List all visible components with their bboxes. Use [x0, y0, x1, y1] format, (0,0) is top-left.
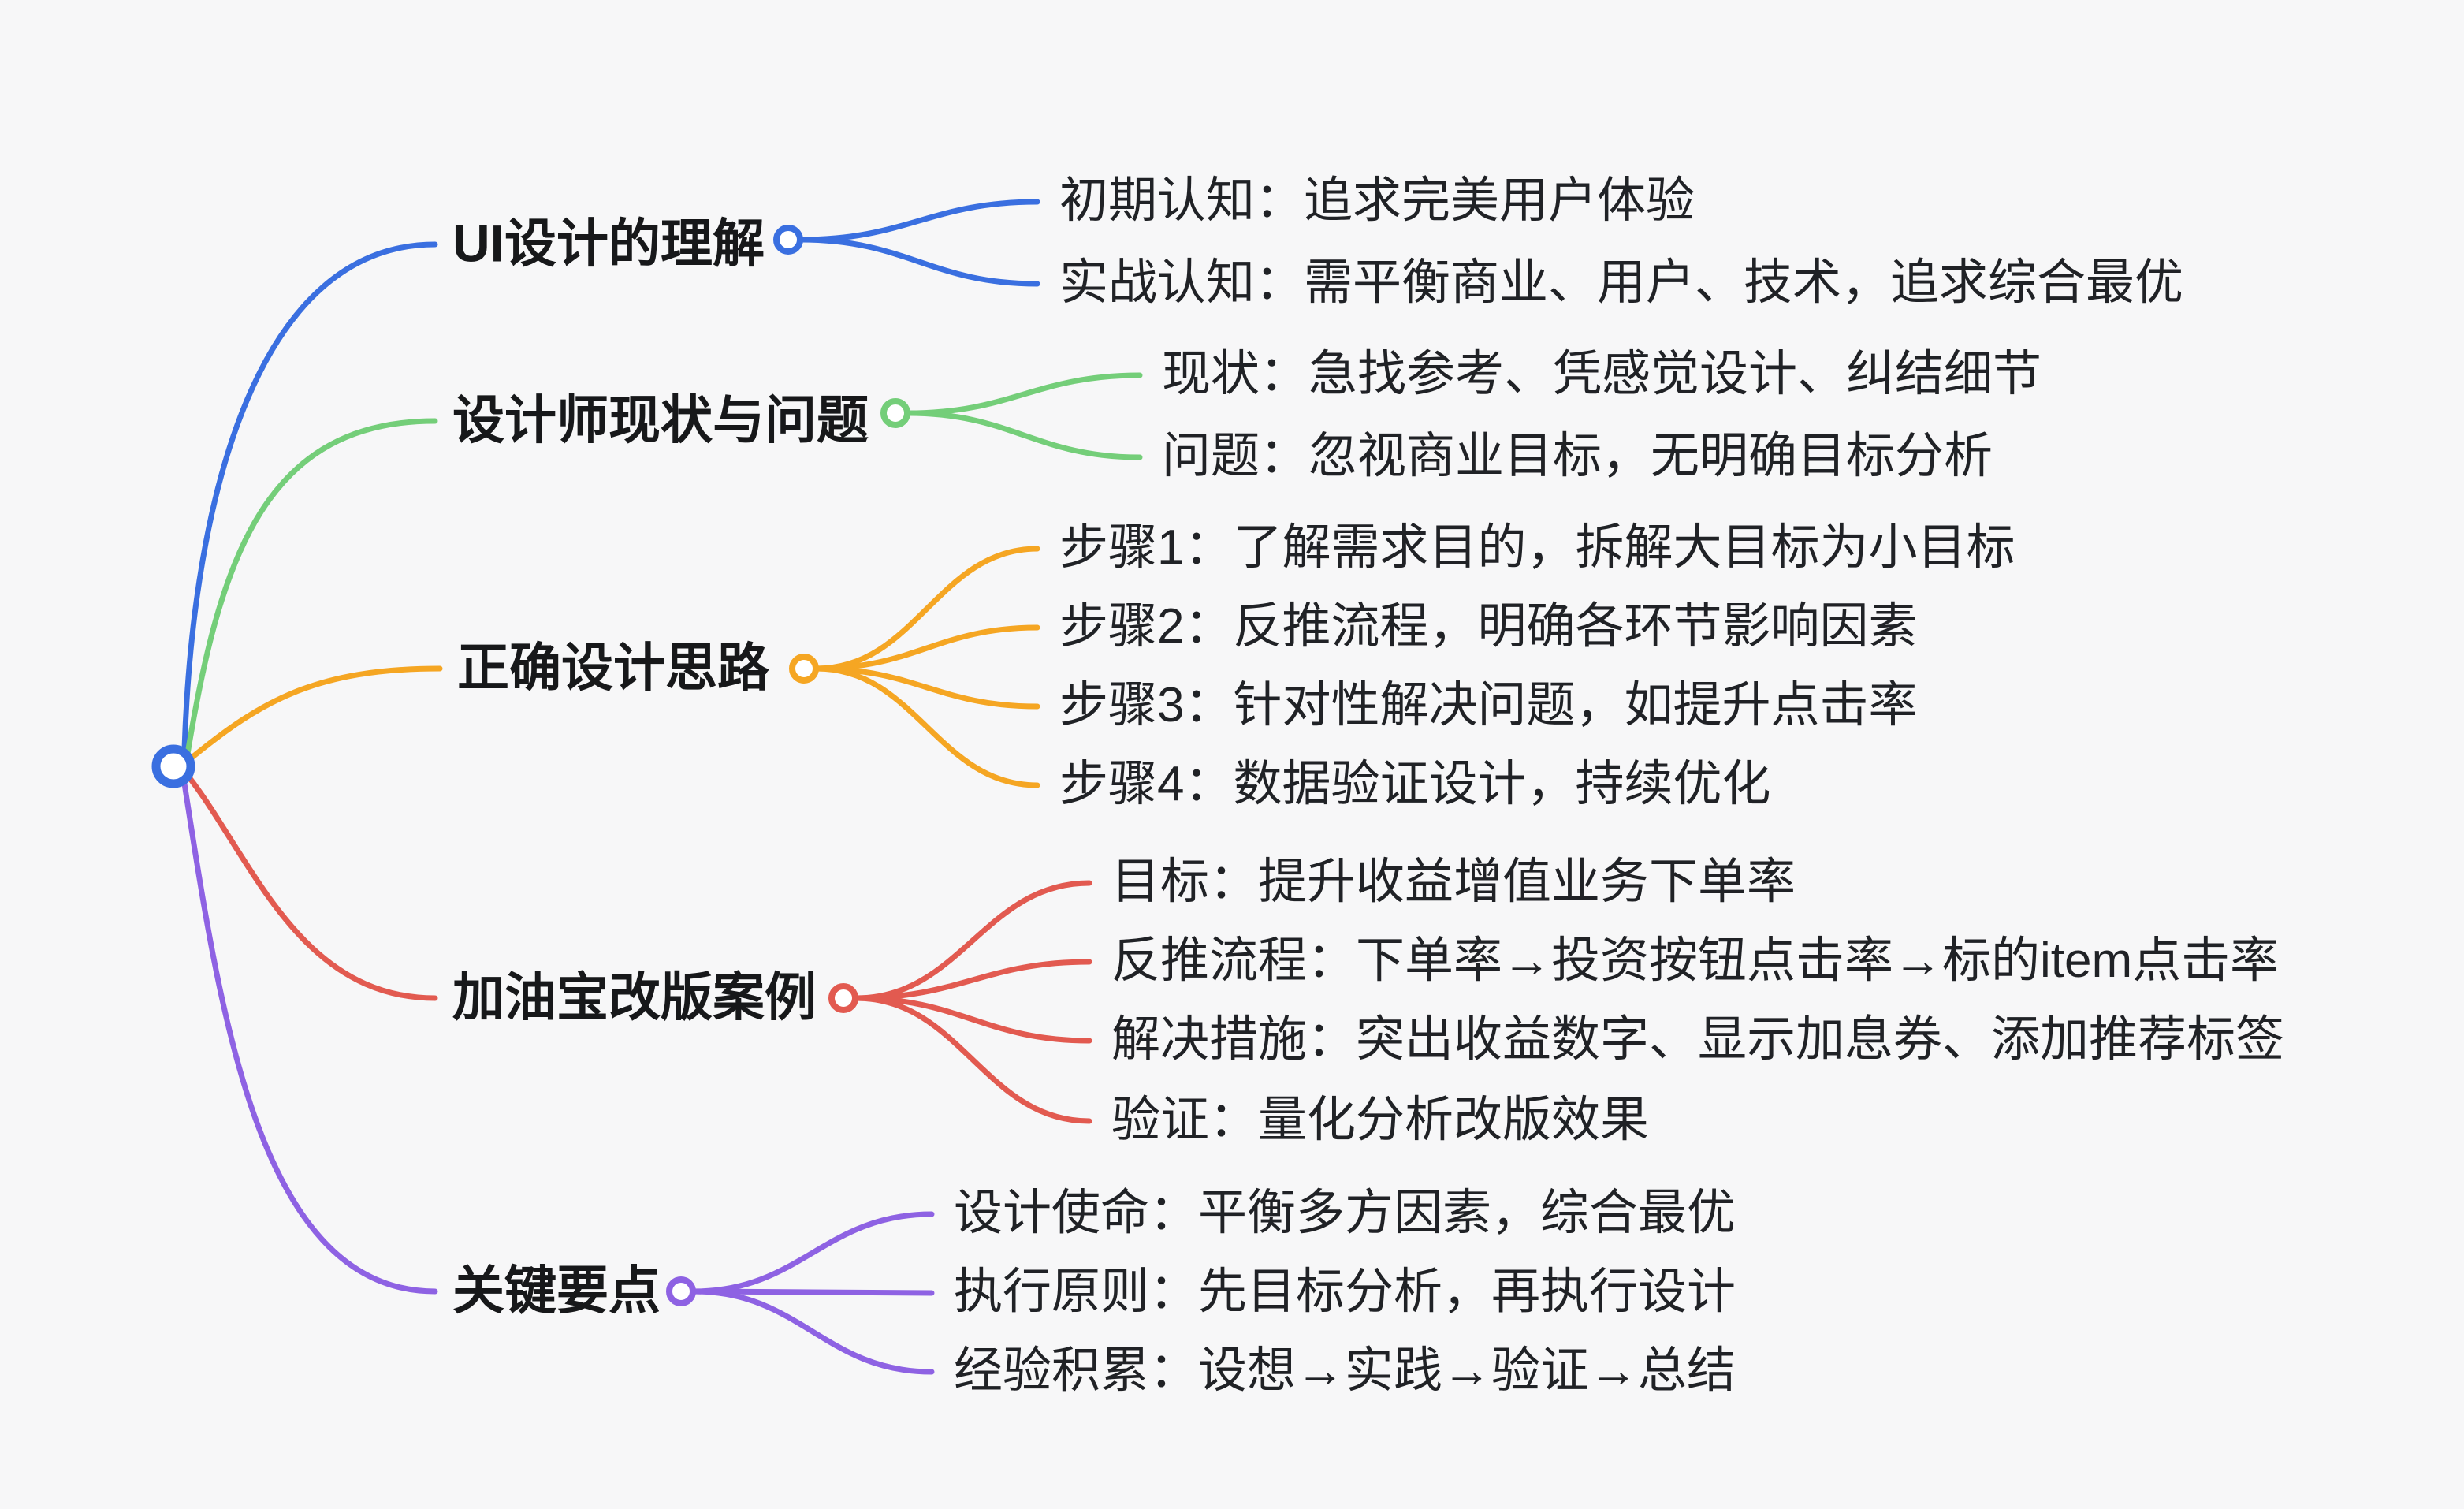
child-curve [813, 624, 1040, 672]
child-node-step-3[interactable]: 步骤3：针对性解决问题，如提升点击率 [1059, 677, 1918, 732]
child-node-initial-understanding[interactable]: 初期认知：追求完美用户体验 [1059, 173, 1695, 228]
child-node-practical-understanding[interactable]: 实战认知：需平衡商业、用户、技术，追求综合最优 [1059, 255, 2184, 310]
child-curve [905, 410, 1143, 460]
branch-curve-key-points [181, 781, 438, 1295]
child-node-experience-accumulation[interactable]: 经验积累：设想→实践→验证→总结 [954, 1343, 1736, 1398]
child-node-step-1[interactable]: 步骤1：了解需求目的，拆解大目标为小目标 [1059, 520, 2015, 575]
child-node-step-4[interactable]: 步骤4：数据验证设计，持续优化 [1059, 756, 1771, 811]
child-curve [813, 665, 1040, 710]
child-node-verification[interactable]: 验证：量化分析改版效果 [1111, 1092, 1650, 1147]
child-node-solutions[interactable]: 解决措施：突出收益数字、显示加息券、添加推荐标签 [1111, 1012, 2285, 1067]
branch-curve-case-study [186, 774, 438, 1001]
branch-node-key-points[interactable]: 关键要点 [452, 1261, 661, 1320]
branch-node-correct-design-approach[interactable]: 正确设计思路 [457, 638, 769, 697]
branch-curve-designer-status [184, 418, 438, 757]
root-node-circle[interactable] [151, 744, 195, 788]
child-curve [853, 959, 1092, 1001]
child-curve [798, 199, 1040, 243]
child-curve [690, 1288, 935, 1375]
branch-curve-correct-approach [188, 665, 443, 762]
child-node-reverse-process[interactable]: 反推流程：下单率→投资按钮点击率→标的item点击率 [1111, 933, 2280, 988]
branch-node-jiayoubao-redesign-case[interactable]: 加油宝改版案例 [452, 967, 817, 1026]
branch-node-ui-design-understanding[interactable]: UI设计的理解 [452, 214, 765, 273]
child-node-execution-principle[interactable]: 执行原则：先目标分析，再执行设计 [954, 1264, 1736, 1319]
child-node-problem[interactable]: 问题：忽视商业目标，无明确目标分析 [1162, 428, 1993, 483]
child-node-goal[interactable]: 目标：提升收益增值业务下单率 [1111, 854, 1796, 909]
branch-toggle-ui-design[interactable] [773, 225, 803, 255]
child-curve [690, 1211, 935, 1295]
child-curve [798, 237, 1040, 287]
child-curve [853, 995, 1092, 1044]
child-node-step-2[interactable]: 步骤2：反推流程，明确各环节影响因素 [1059, 598, 1918, 654]
child-node-design-mission[interactable]: 设计使命：平衡多方因素，综合最优 [954, 1185, 1736, 1240]
child-curve [813, 546, 1040, 672]
child-curve [690, 1288, 935, 1296]
child-curve [853, 995, 1092, 1124]
child-curve [813, 665, 1040, 788]
branch-toggle-designer-status[interactable] [880, 398, 910, 428]
branch-curve-ui-design [181, 241, 438, 752]
branch-toggle-key-points[interactable] [666, 1276, 696, 1306]
branch-toggle-case-study[interactable] [828, 983, 858, 1013]
child-curve [853, 880, 1092, 1001]
branch-toggle-correct-approach[interactable] [789, 654, 819, 684]
branch-node-designer-status-problems[interactable]: 设计师现状与问题 [452, 390, 869, 449]
child-curve [905, 372, 1143, 416]
child-node-current-status[interactable]: 现状：急找参考、凭感觉设计、纠结细节 [1162, 346, 2042, 401]
